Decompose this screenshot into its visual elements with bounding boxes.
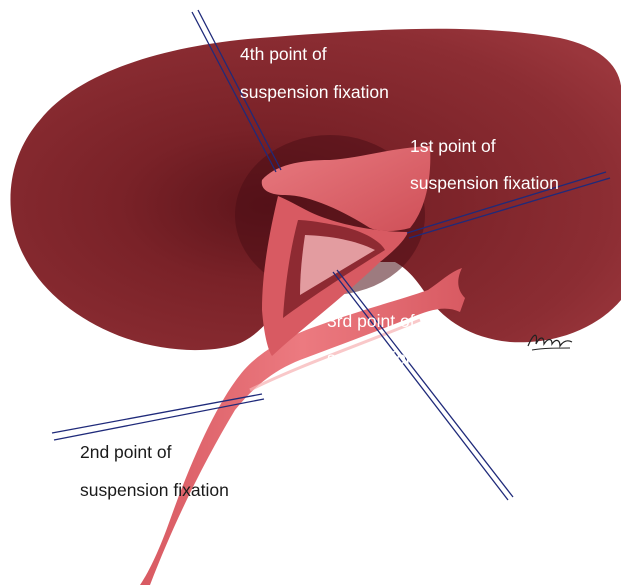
label-2nd-point-line2: suspension fixation [80,482,229,500]
label-3rd-point-line2: suspension fixation [327,350,476,368]
label-3rd-point-line1: 3rd point of [327,313,415,331]
label-1st-point-line2: suspension fixation [410,175,559,193]
label-4th-point-line1: 4th point of [240,46,327,64]
label-1st-point-line1: 1st point of [410,138,496,156]
artist-signature-icon [526,328,574,354]
label-2nd-point-line1: 2nd point of [80,444,171,462]
label-4th-point-line2: suspension fixation [240,84,389,102]
